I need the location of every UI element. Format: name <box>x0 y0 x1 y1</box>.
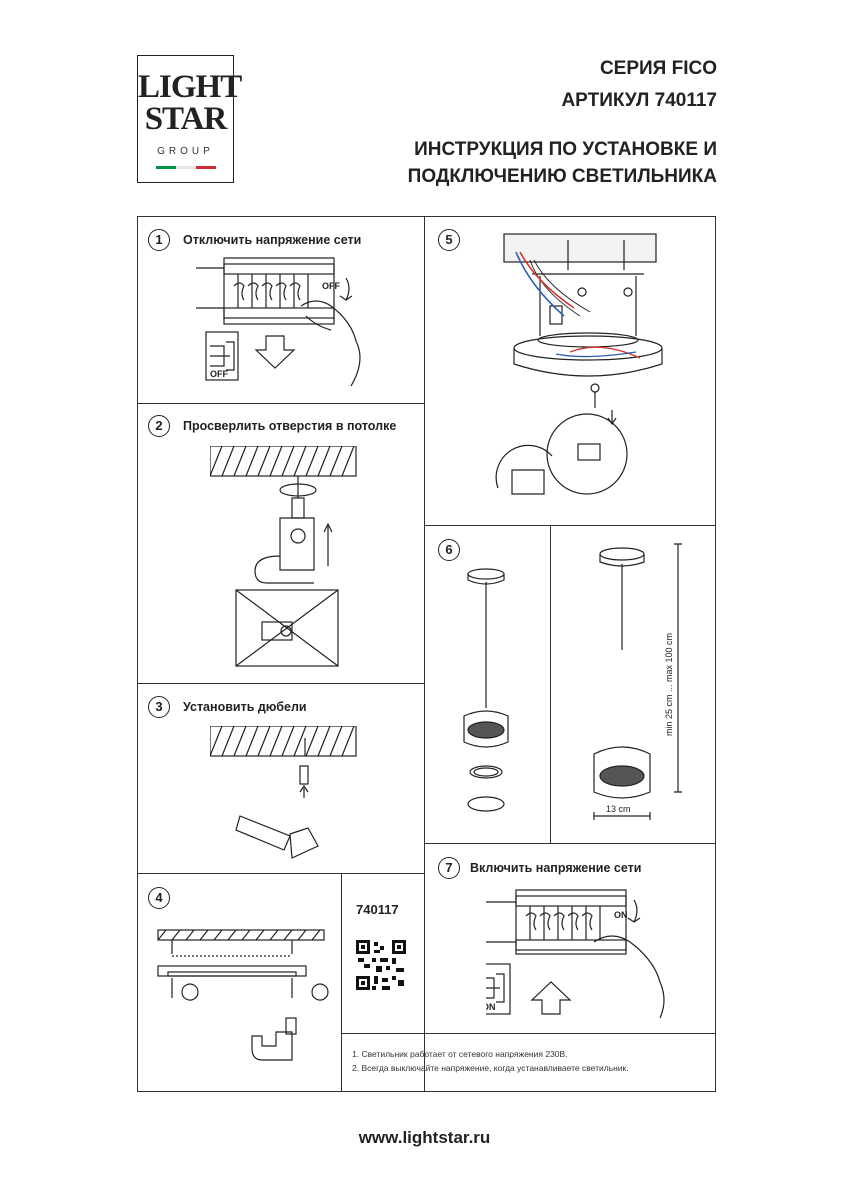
qr-article-number: 740117 <box>356 902 399 917</box>
instructions-frame <box>137 216 716 1092</box>
step-5-number: 5 <box>438 229 460 251</box>
step-4-number: 4 <box>148 887 170 909</box>
qr-code <box>356 940 406 990</box>
step-7-label: Включить напряжение сети <box>470 861 642 875</box>
step-7-panel-on: ON <box>486 1002 496 1012</box>
step-1-number: 1 <box>148 229 170 251</box>
article-label: АРТИКУЛ 740117 <box>561 90 717 111</box>
step-1-illustration: OFF OFF <box>196 257 361 387</box>
brand-logo: LIGHT STAR GROUP <box>137 55 242 183</box>
italian-flag-stripe <box>156 166 216 169</box>
step-3-label: Установить дюбели <box>183 700 307 714</box>
step-7-illustration: ON ON <box>486 889 665 1019</box>
step-4-illustration <box>157 929 329 1061</box>
step-3-number: 3 <box>148 696 170 718</box>
series-label: СЕРИЯ FICO <box>599 58 717 79</box>
note-1: 1. Светильник работает от сетевого напря… <box>352 1049 568 1059</box>
step-6-number: 6 <box>438 539 460 561</box>
step-1-label: Отключить напряжение сети <box>183 233 362 247</box>
step-1-panel-off: OFF <box>210 369 228 379</box>
step-5-illustration <box>495 233 663 495</box>
step-1-off-text: OFF <box>322 281 340 291</box>
step-3-illustration <box>210 726 357 859</box>
step-7-on-text: ON <box>614 910 628 920</box>
page-title-line1: ИНСТРУКЦИЯ ПО УСТАНОВКЕ И <box>414 139 717 160</box>
step-2-label: Просверлить отверстия в потолке <box>183 419 397 433</box>
logo-word-star: STAR <box>144 101 228 137</box>
step-2-illustration <box>210 446 357 667</box>
step-6-dimensions-illustration: min 25 cm ... max 100 cm 13 cm <box>593 543 682 820</box>
note-2: 2. Всегда выключайте напряжение, когда у… <box>352 1063 629 1073</box>
step-7-number: 7 <box>438 857 460 879</box>
website-link[interactable]: www.lightstar.ru <box>358 1128 491 1147</box>
step-6-exploded-illustration <box>463 568 509 812</box>
logo-word-group: GROUP <box>157 146 214 157</box>
width-dimension-label: 13 cm <box>606 804 631 814</box>
step-2-number: 2 <box>148 415 170 437</box>
height-dimension-label: min 25 cm ... max 100 cm <box>664 633 674 736</box>
page-title-line2: ПОДКЛЮЧЕНИЮ СВЕТИЛЬНИКА <box>407 166 717 187</box>
logo-word-light: LIGHT <box>138 69 242 105</box>
